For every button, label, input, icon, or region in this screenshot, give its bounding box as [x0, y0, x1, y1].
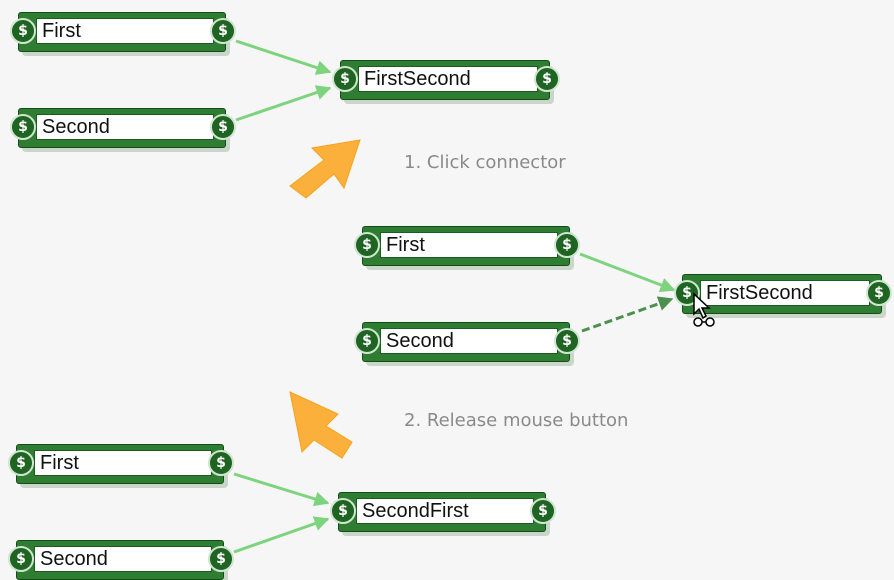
node-label: Second — [40, 548, 108, 570]
node-label: First — [386, 234, 425, 256]
dollar-port-icon[interactable]: $ — [332, 66, 358, 92]
dollar-port-icon[interactable]: $ — [534, 66, 560, 92]
dollar-port-icon[interactable]: $ — [10, 114, 36, 140]
node-output[interactable]: FirstSecond $ $ — [672, 270, 894, 318]
node-field — [358, 66, 538, 92]
node-label: Second — [386, 330, 454, 352]
dollar-port-icon[interactable]: $ — [10, 18, 36, 44]
down-left-arrow-icon — [289, 391, 353, 459]
step-caption-release-mouse: 2. Release mouse button — [404, 410, 629, 431]
node-label: First — [40, 452, 79, 474]
node-label: FirstSecond — [364, 68, 471, 90]
node-output[interactable]: FirstSecond $ $ — [330, 56, 562, 104]
node-field — [34, 450, 212, 476]
node-first[interactable]: First $ $ — [8, 8, 238, 56]
node-field — [380, 232, 558, 258]
dollar-port-icon[interactable]: $ — [554, 328, 580, 354]
node-field — [36, 18, 214, 44]
wire-first-to-output-1[interactable] — [235, 39, 332, 75]
node-label: Second — [42, 116, 110, 138]
wire-second-to-output-1[interactable] — [235, 85, 332, 122]
connect-cursor-icon — [693, 292, 715, 327]
dollar-port-icon[interactable]: $ — [354, 328, 380, 354]
node-field — [700, 280, 870, 306]
dollar-port-icon[interactable]: $ — [554, 232, 580, 258]
dollar-port-icon[interactable]: $ — [866, 280, 892, 306]
node-output[interactable]: SecondFirst $ $ — [328, 488, 558, 536]
node-second[interactable]: Second $ $ — [352, 318, 582, 366]
dollar-port-icon[interactable]: $ — [8, 450, 34, 476]
node-second[interactable]: Second $ $ — [6, 536, 236, 580]
node-field — [380, 328, 558, 354]
dollar-port-icon[interactable]: $ — [208, 450, 234, 476]
dollar-port-icon[interactable]: $ — [330, 498, 356, 524]
node-label: FirstSecond — [706, 282, 813, 304]
node-field — [34, 546, 212, 572]
wire-second-to-output-3[interactable] — [233, 516, 330, 554]
node-field — [356, 498, 534, 524]
node-label: SecondFirst — [362, 500, 469, 522]
node-second[interactable]: Second $ $ — [8, 104, 238, 152]
dollar-port-icon[interactable]: $ — [210, 18, 236, 44]
dollar-port-icon[interactable]: $ — [530, 498, 556, 524]
node-first[interactable]: First $ $ — [6, 440, 236, 488]
dollar-port-icon[interactable]: $ — [674, 280, 700, 306]
down-left-arrow-icon — [289, 139, 361, 199]
dollar-port-icon[interactable]: $ — [354, 232, 380, 258]
wire-dragging-second-to-output-2[interactable] — [581, 296, 674, 333]
wire-first-to-output-3[interactable] — [233, 472, 330, 507]
step-caption-click-connector: 1. Click connector — [404, 152, 566, 173]
dollar-port-icon[interactable]: $ — [8, 546, 34, 572]
dollar-port-icon[interactable]: $ — [210, 114, 236, 140]
node-label: First — [42, 20, 81, 42]
node-field — [36, 114, 214, 140]
wire-first-to-output-2[interactable] — [579, 252, 676, 293]
dollar-port-icon[interactable]: $ — [208, 546, 234, 572]
node-first[interactable]: First $ $ — [352, 222, 582, 270]
